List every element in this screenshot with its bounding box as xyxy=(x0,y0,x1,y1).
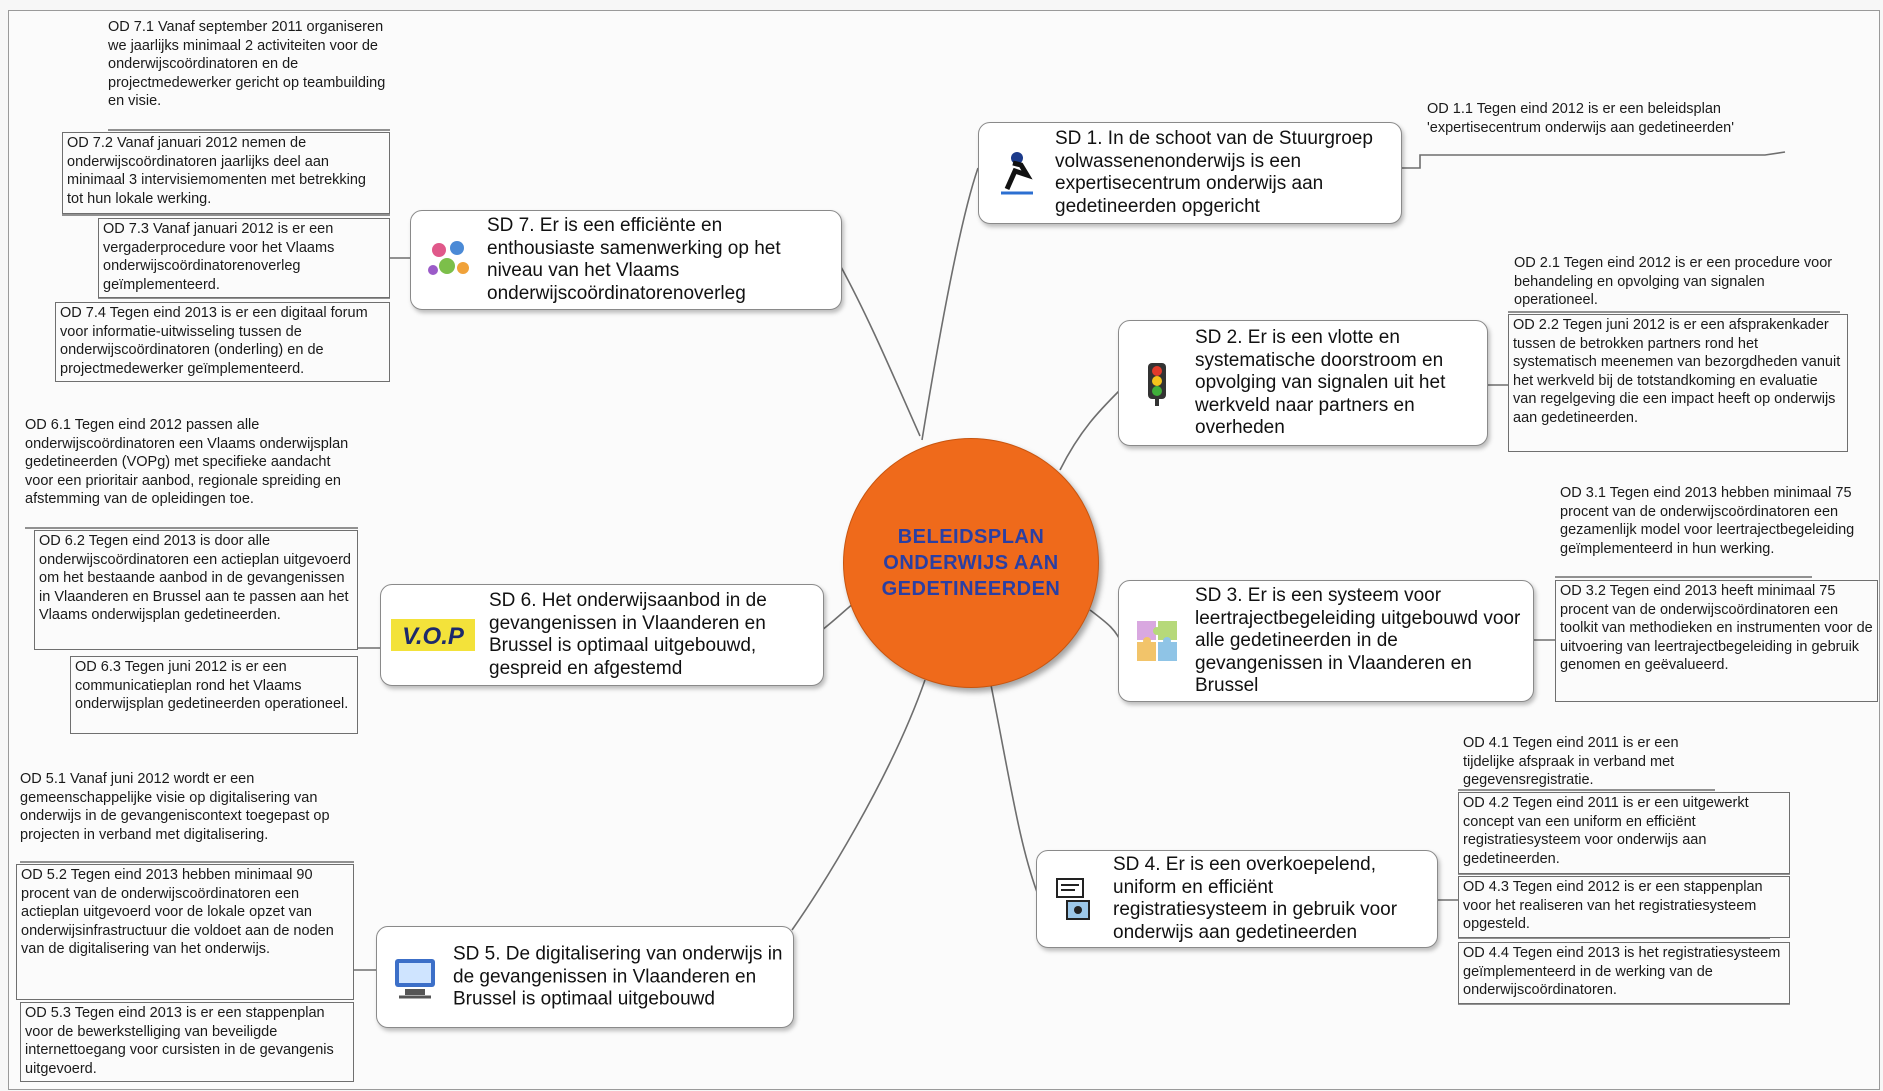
sd7-label: SD 7. Er is een efficiënte en enthousias… xyxy=(487,215,781,304)
central-topic[interactable]: BELEIDSPLAN ONDERWIJS AAN GEDETINEERDEN xyxy=(843,438,1099,688)
sd2-node[interactable]: SD 2. Er is een vlotte en systematische … xyxy=(1118,320,1488,446)
od4-1-text: OD 4.1 Tegen eind 2011 is er een tijdeli… xyxy=(1463,735,1679,788)
od3-2-text: OD 3.2 Tegen eind 2013 heeft minimaal 75… xyxy=(1555,580,1878,702)
sd1-node[interactable]: SD 1. In de schoot van de Stuurgroep vol… xyxy=(978,122,1402,224)
link-center-sd3 xyxy=(1089,609,1121,641)
link-sd1-od xyxy=(1400,151,1786,169)
od7-1-text: OD 7.1 Vanaf september 2011 organiseren … xyxy=(108,19,386,109)
puzzle-icon xyxy=(1133,617,1181,665)
od1-1-text: OD 1.1 Tegen eind 2012 is er een beleids… xyxy=(1427,101,1734,136)
link-center-sd4 xyxy=(989,679,1041,901)
sd4-label: SD 4. Er is een overkoepelend, uniform e… xyxy=(1113,854,1398,943)
sd4-node[interactable]: SD 4. Er is een overkoepelend, uniform e… xyxy=(1036,850,1438,948)
od5-2-text: OD 5.2 Tegen eind 2013 hebben minimaal 9… xyxy=(16,864,354,1000)
sd5-node[interactable]: SD 5. De digitalisering van onderwijs in… xyxy=(376,926,794,1028)
team-icon xyxy=(425,236,473,284)
sd5-label: SD 5. De digitalisering van onderwijs in… xyxy=(453,943,783,1010)
registration-icon xyxy=(1051,875,1099,923)
vop-logo-icon: V.O.P xyxy=(391,615,475,655)
link-center-sd1 xyxy=(921,167,979,441)
sd3-node[interactable]: SD 3. Er is een systeem voor leertraject… xyxy=(1118,580,1534,702)
od7-4-text: OD 7.4 Tegen eind 2013 is er een digitaa… xyxy=(55,302,390,382)
central-topic-label: BELEIDSPLAN ONDERWIJS AAN GEDETINEERDEN xyxy=(881,526,1061,600)
sd7-node[interactable]: SD 7. Er is een efficiënte en enthousias… xyxy=(410,210,842,310)
sd6-label: SD 6. Het onderwijsaanbod in de gevangen… xyxy=(489,590,767,679)
od4-3-text: OD 4.3 Tegen eind 2012 is er een stappen… xyxy=(1458,876,1790,938)
od7-2-text: OD 7.2 Vanaf januari 2012 nemen de onder… xyxy=(62,132,390,214)
od7-3-text: OD 7.3 Vanaf januari 2012 is er een verg… xyxy=(98,218,390,298)
computer-icon xyxy=(391,953,439,1001)
od2-1-text: OD 2.1 Tegen eind 2012 is er een procedu… xyxy=(1514,255,1833,308)
link-center-sd2 xyxy=(1059,389,1121,471)
link-center-sd7 xyxy=(839,264,921,437)
od6-1-text: OD 6.1 Tegen eind 2012 passen alle onder… xyxy=(25,417,349,507)
vop-logo-text: V.O.P xyxy=(402,623,465,650)
od4-4-text: OD 4.4 Tegen eind 2013 is het registrati… xyxy=(1458,942,1790,1004)
od5-1-text: OD 5.1 Vanaf juni 2012 wordt er een geme… xyxy=(20,771,330,843)
link-center-sd5 xyxy=(791,679,926,931)
sd1-label: SD 1. In de schoot van de Stuurgroep vol… xyxy=(1055,128,1373,217)
traffic-light-icon xyxy=(1133,359,1181,407)
skater-icon xyxy=(993,149,1041,197)
sd2-label: SD 2. Er is een vlotte en systematische … xyxy=(1195,326,1446,438)
od5-3-text: OD 5.3 Tegen eind 2013 is er een stappen… xyxy=(20,1002,354,1082)
od2-2-text: OD 2.2 Tegen juni 2012 is er een afsprak… xyxy=(1508,314,1848,452)
od6-3-text: OD 6.3 Tegen juni 2012 is er een communi… xyxy=(70,656,358,734)
sd6-node[interactable]: V.O.P SD 6. Het onderwijsaanbod in de ge… xyxy=(380,584,824,686)
sd3-label: SD 3. Er is een systeem voor leertraject… xyxy=(1195,584,1521,696)
od4-2-text: OD 4.2 Tegen eind 2011 is er een uitgewe… xyxy=(1458,792,1790,874)
od3-1-text: OD 3.1 Tegen eind 2013 hebben minimaal 7… xyxy=(1560,485,1855,557)
od6-2-text: OD 6.2 Tegen eind 2013 is door alle onde… xyxy=(34,530,358,650)
